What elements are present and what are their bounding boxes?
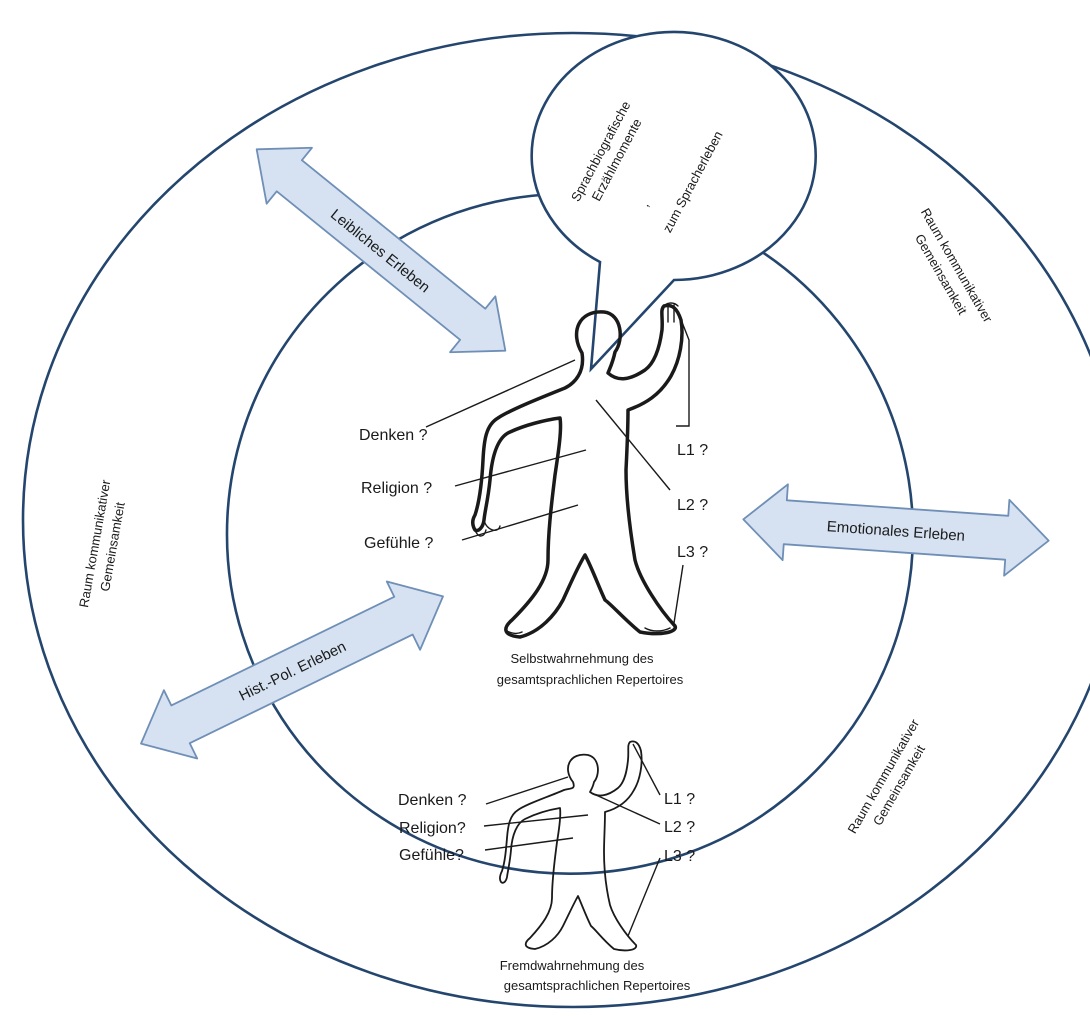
arrow-leibliches-erleben: Leibliches Erleben (255, 146, 507, 354)
other-leader-religion (483, 814, 589, 827)
space-label-bottom-right: Raum kommunikativer Gemeinsamkeit (844, 716, 928, 836)
other-caption-line2: gesamtsprachlichen Repertoires (504, 978, 691, 993)
self-figure-feet (504, 627, 671, 635)
self-figure: Denken ? Religion ? Gefühle ? L1 ? L2 ? … (359, 302, 708, 687)
space-label-left: Raum kommunikativer Gemeinsamkeit (76, 478, 128, 609)
self-figure-hand-l (474, 519, 501, 537)
other-label-l2: L2 ? (664, 819, 695, 836)
other-leader-l2 (595, 794, 661, 825)
other-label-denken: Denken ? (398, 792, 467, 809)
self-figure-body (471, 303, 684, 639)
self-label-l1: L1 ? (677, 442, 708, 459)
other-label-l1: L1 ? (664, 791, 695, 808)
other-figure: Denken ? Religion? Gefühle? L1 ? L2 ? L3… (398, 740, 695, 993)
other-leader-gefuehle (484, 837, 574, 851)
other-label-gefuehle: Gefühle? (399, 847, 464, 864)
outer-ring (21, 31, 1090, 1009)
other-figure-body (499, 740, 643, 952)
self-leader-denken (425, 359, 576, 428)
self-figure-hand-r (663, 302, 679, 323)
other-label-l3: L3 ? (664, 848, 695, 865)
bubble-comma: , (637, 199, 652, 209)
other-leader-l1 (632, 743, 661, 796)
arrow-emotionales-erleben: Emotionales Erleben (742, 483, 1050, 577)
self-label-l3: L3 ? (677, 544, 708, 561)
arrow-hist-pol-erleben: Hist.-Pol. Erleben (140, 580, 444, 760)
other-caption-line1: Fremdwahrnehmung des (500, 958, 645, 973)
space-label-top-right: Raum kommunikativer Gemeinsamkeit (912, 205, 996, 325)
other-leader-denken (485, 776, 569, 805)
self-leader-gefuehle (461, 504, 579, 541)
self-leader-l2 (595, 399, 671, 491)
other-label-religion: Religion? (399, 820, 466, 837)
self-label-religion: Religion ? (361, 480, 432, 497)
self-label-denken: Denken ? (359, 427, 428, 444)
self-caption-line2: gesamtsprachlichen Repertoires (497, 672, 684, 687)
self-leader-l1 (676, 316, 690, 427)
self-label-gefuehle: Gefühle ? (364, 535, 433, 552)
self-leader-l3 (673, 564, 684, 624)
speech-bubble (530, 30, 817, 373)
inner-ring (225, 192, 915, 876)
self-label-l2: L2 ? (677, 497, 708, 514)
self-leader-religion (454, 449, 587, 487)
self-caption-line1: Selbstwahrnehmung des (510, 651, 654, 666)
arrow-leibliches-label: Leibliches Erleben (327, 206, 433, 296)
other-leader-l3 (627, 857, 661, 937)
